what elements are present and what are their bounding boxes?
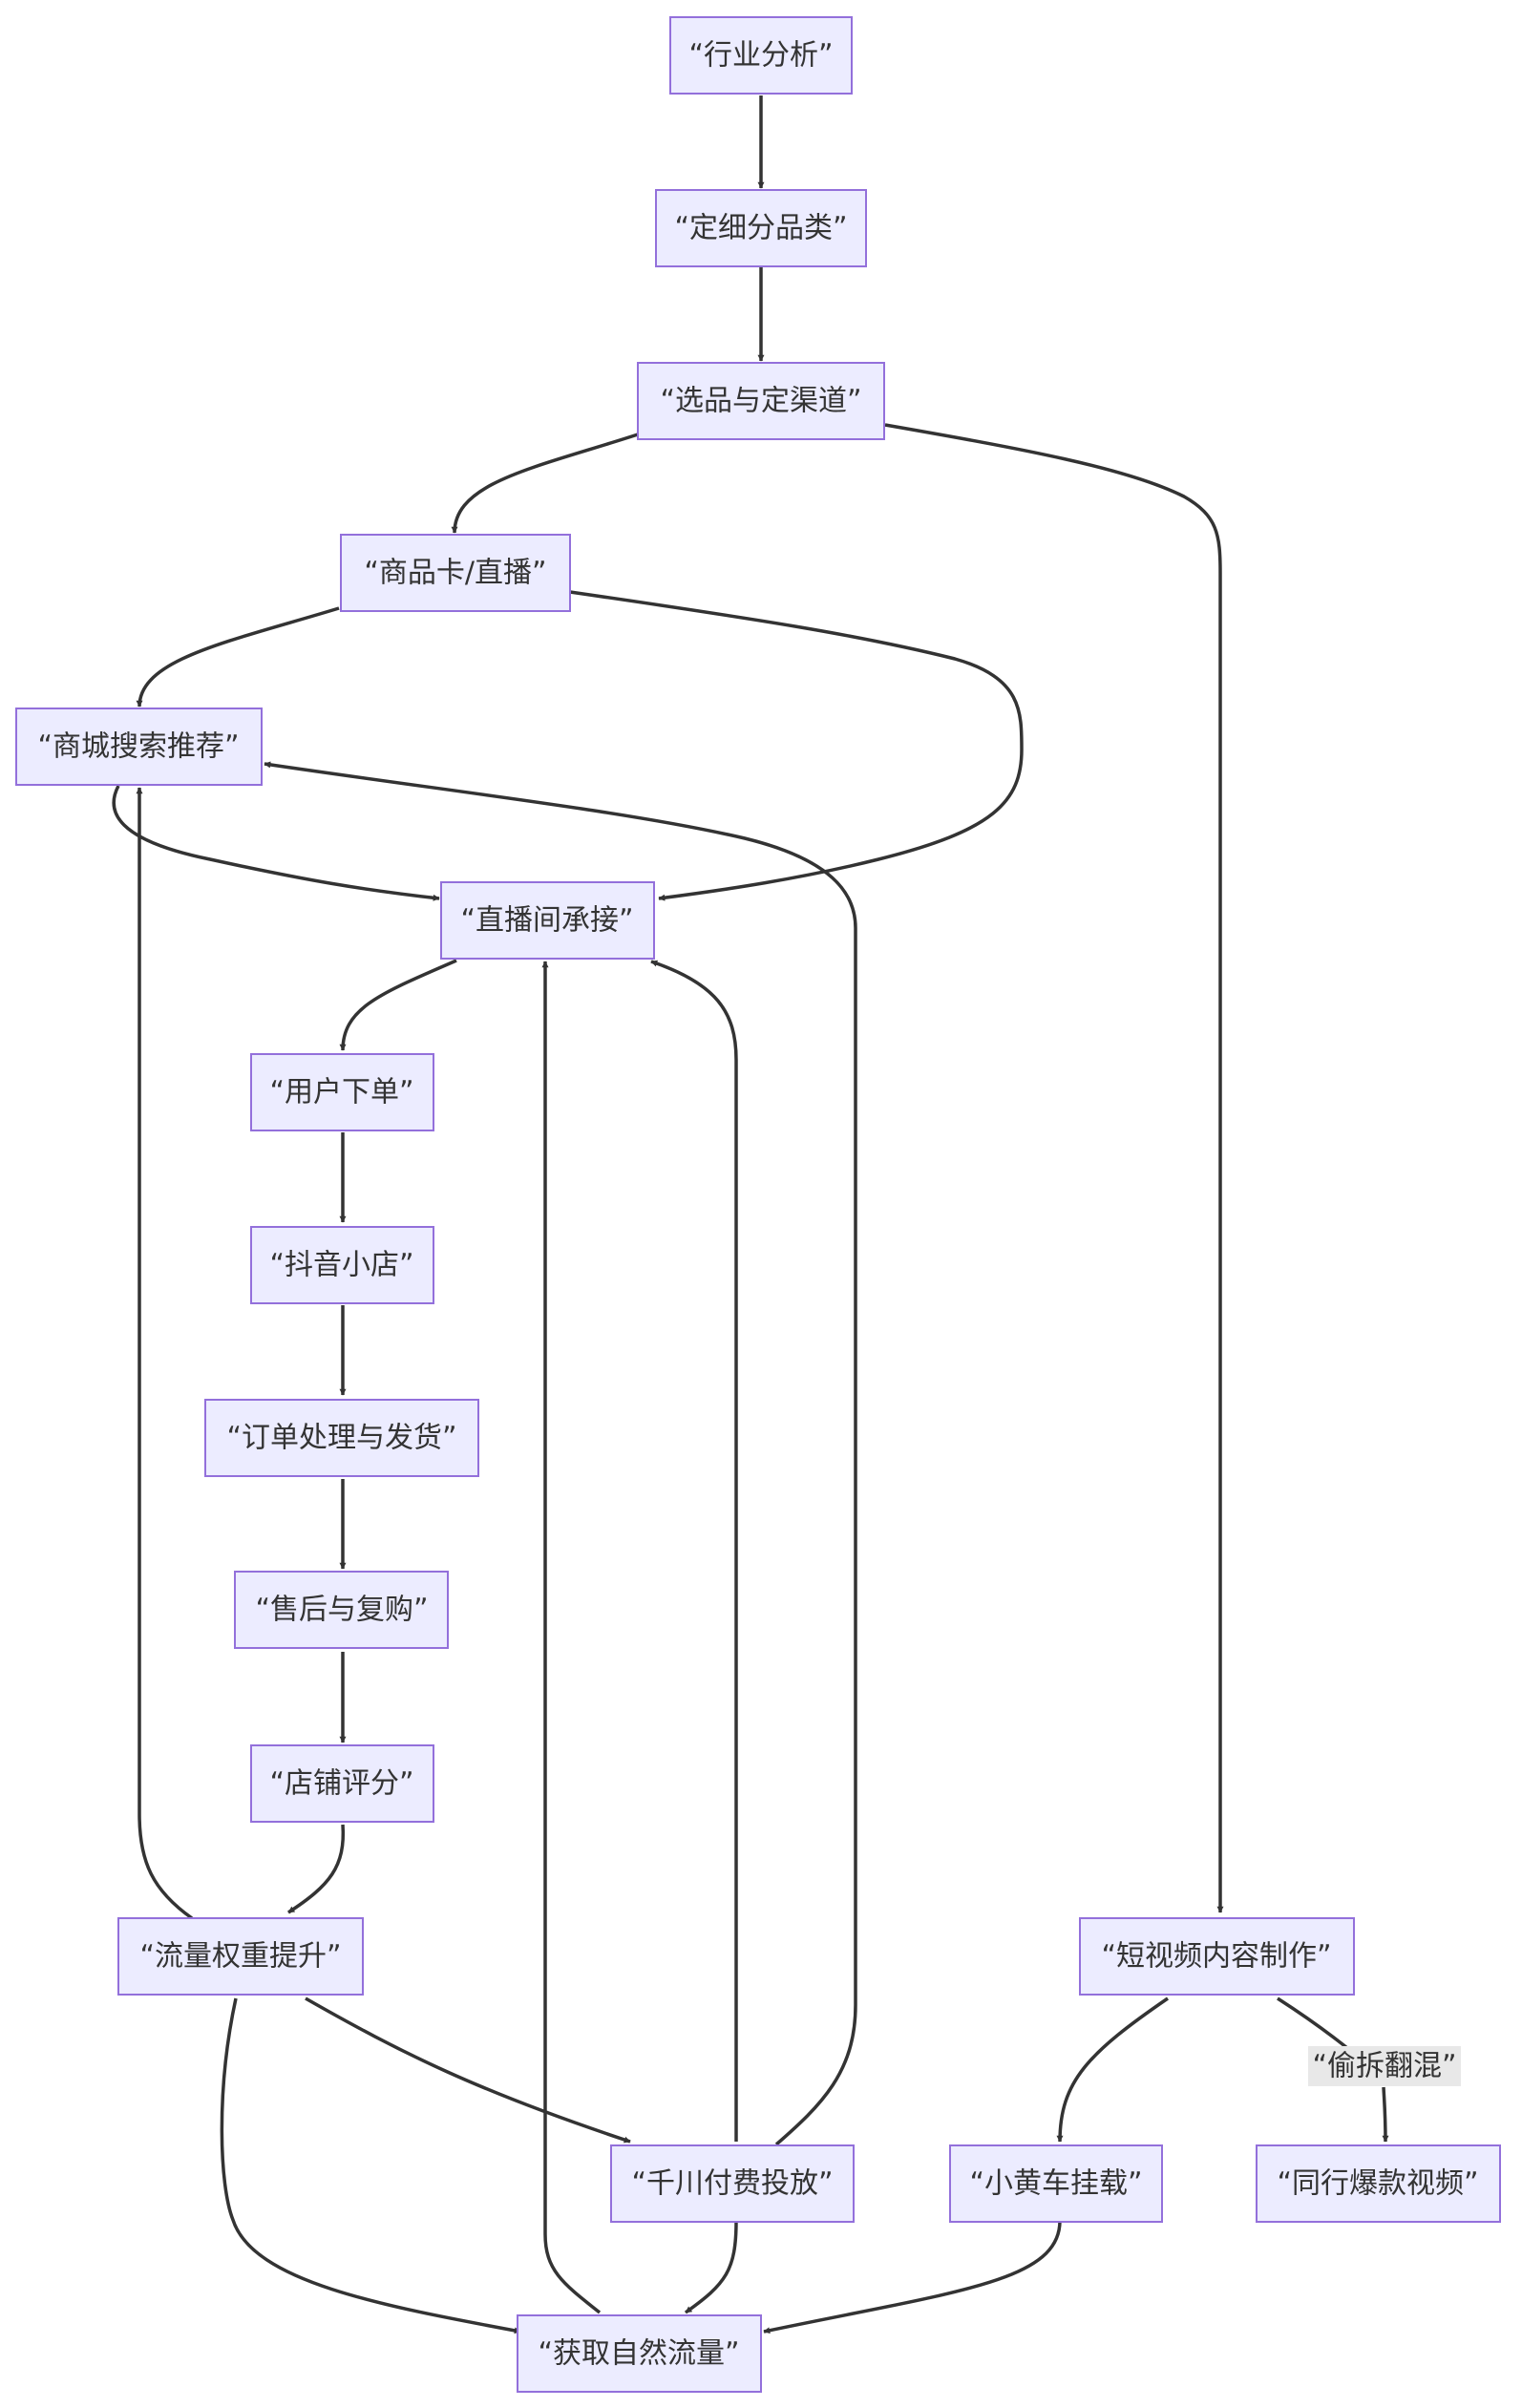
edge-shortvideo-to-yellowcart <box>1056 1996 1169 2143</box>
edge-qianchuan-to-mallsearch <box>264 761 857 2146</box>
node-product-card-live: “商品卡/直播” <box>340 534 571 612</box>
edge-qianchuan-to-organic <box>684 2220 738 2314</box>
edge-trafficweight-to-organic <box>220 1997 521 2334</box>
node-peer-hot-video-label: “同行爆款视频” <box>1277 2167 1478 2201</box>
node-product-channel-label: “选品与定渠道” <box>660 385 861 418</box>
node-qianchuan: “千川付费投放” <box>610 2144 855 2223</box>
node-industry-analysis-label: “行业分析” <box>688 39 833 73</box>
edge-channel-to-productcard <box>451 433 639 534</box>
node-subcategory: “定细分品类” <box>655 189 867 267</box>
node-short-video-label: “短视频内容制作” <box>1101 1940 1331 1974</box>
node-organic-traffic: “获取自然流量” <box>517 2314 762 2393</box>
edge-qianchuan-to-liveroom <box>650 960 738 2142</box>
node-douyin-store: “抖音小店” <box>250 1226 434 1304</box>
edge-label-remix-text: “偷拆翻混” <box>1312 2050 1456 2083</box>
edge-trafficweight-to-qianchuan <box>305 1996 631 2144</box>
node-mall-search: “商城搜索推荐” <box>15 708 263 786</box>
node-user-order-label: “用户下单” <box>269 1076 413 1109</box>
node-peer-hot-video: “同行爆款视频” <box>1256 2144 1501 2223</box>
edge-productcard-to-liveroom <box>569 590 1024 901</box>
node-traffic-weight: “流量权重提升” <box>117 1917 364 1996</box>
node-short-video: “短视频内容制作” <box>1079 1917 1355 1996</box>
node-subcategory-label: “定细分品类” <box>674 212 847 245</box>
node-product-channel: “选品与定渠道” <box>637 362 885 440</box>
node-store-rating: “店铺评分” <box>250 1744 434 1823</box>
edge-mallsearch-to-liveroom <box>112 785 440 901</box>
edge-remix-to-peervideo <box>1382 2086 1389 2143</box>
edge-productcard-to-mallsearch <box>136 606 340 708</box>
node-order-shipping: “订单处理与发货” <box>204 1399 479 1477</box>
edge-liveroom-to-userorder <box>339 959 457 1051</box>
node-yellow-cart: “小黄车挂载” <box>949 2144 1163 2223</box>
node-industry-analysis: “行业分析” <box>669 16 853 95</box>
node-product-card-live-label: “商品卡/直播” <box>364 557 546 590</box>
node-after-sales-label: “售后与复购” <box>255 1594 428 1627</box>
node-mall-search-label: “商城搜索推荐” <box>37 730 239 764</box>
node-order-shipping-label: “订单处理与发货” <box>226 1422 456 1455</box>
node-traffic-weight-label: “流量权重提升” <box>139 1940 341 1974</box>
edge-trafficweight-to-mallsearch <box>136 787 194 1920</box>
node-store-rating-label: “店铺评分” <box>269 1767 413 1801</box>
node-douyin-store-label: “抖音小店” <box>269 1249 413 1282</box>
edge-organic-to-liveroom <box>541 961 602 2314</box>
node-live-room-label: “直播间承接” <box>460 904 633 938</box>
edge-label-remix: “偷拆翻混” <box>1308 2046 1461 2086</box>
edge-channel-to-shortvideo <box>884 423 1224 1913</box>
edge-storerating-to-trafficweight <box>287 1824 346 1914</box>
node-after-sales: “售后与复购” <box>234 1571 449 1649</box>
edges <box>112 95 1389 2334</box>
node-organic-traffic-label: “获取自然流量” <box>538 2337 739 2371</box>
node-yellow-cart-label: “小黄车挂载” <box>969 2167 1142 2201</box>
node-qianchuan-label: “千川付费投放” <box>631 2167 833 2201</box>
edge-yellowcart-to-organic <box>763 2220 1062 2334</box>
node-live-room: “直播间承接” <box>440 881 655 960</box>
node-user-order: “用户下单” <box>250 1053 434 1131</box>
